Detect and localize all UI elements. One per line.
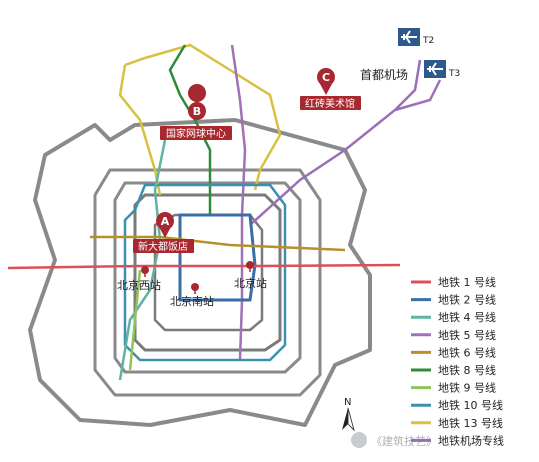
marker-c-letter: C xyxy=(322,71,330,84)
airplane-icon xyxy=(427,62,443,76)
station-beijing[interactable] xyxy=(246,261,254,272)
svg-text:国家网球中心: 国家网球中心 xyxy=(166,127,226,140)
terminal-t3-label: T3 xyxy=(448,69,460,79)
line-2 xyxy=(178,213,257,302)
fourth-ring-road xyxy=(113,181,302,374)
line-10 xyxy=(123,183,287,362)
airplane-icon xyxy=(401,30,417,44)
legend-label: 地铁机场专线 xyxy=(438,433,504,447)
airport-name-label: 首都机场 xyxy=(360,68,408,82)
outer-ring-road xyxy=(28,118,372,427)
marker-c-label: 红砖美术馆 xyxy=(300,96,361,110)
compass-north-label: N xyxy=(344,397,351,408)
compass-arrow-icon xyxy=(342,408,348,430)
airport-t3: T3 xyxy=(424,60,460,79)
station-beijing-south-label: 北京南站 xyxy=(170,294,214,308)
compass: N xyxy=(342,397,355,432)
line-1 xyxy=(7,263,401,270)
legend-label: 地铁 13 号线 xyxy=(438,416,503,430)
marker-a[interactable]: A xyxy=(156,212,174,238)
station-beijing-label: 北京站 xyxy=(234,276,267,290)
airport-t2: T2 xyxy=(398,28,434,46)
marker-b[interactable]: B xyxy=(188,84,207,120)
line-5 xyxy=(230,44,247,361)
marker-a-letter: A xyxy=(161,215,170,228)
line-4 xyxy=(118,139,167,381)
line-6 xyxy=(90,235,346,252)
svg-text:红砖美术馆: 红砖美术馆 xyxy=(305,97,355,110)
marker-b-label: 国家网球中心 xyxy=(160,126,232,140)
marker-c[interactable]: C xyxy=(317,68,335,95)
legend-label: 地铁 5 号线 xyxy=(438,328,496,342)
marker-b-letter: B xyxy=(193,105,201,118)
third-ring-road xyxy=(133,193,282,352)
legend-label: 地铁 9 号线 xyxy=(438,381,496,395)
svg-text:新大都饭店: 新大都饭店 xyxy=(138,240,188,253)
fifth-ring-road xyxy=(93,168,322,397)
terminal-t2-label: T2 xyxy=(422,36,434,46)
line-airport-express xyxy=(249,59,442,226)
line-8 xyxy=(168,44,212,215)
line-9 xyxy=(128,269,142,371)
legend-label: 地铁 4 号线 xyxy=(438,310,496,324)
station-beijing-west[interactable] xyxy=(141,266,149,277)
watermark-text: 《建筑技艺》 xyxy=(371,434,437,448)
legend-label: 地铁 10 号线 xyxy=(438,398,503,412)
legend-label: 地铁 6 号线 xyxy=(438,345,496,359)
marker-a-label: 新大都饭店 xyxy=(133,239,194,253)
second-ring-inner-road xyxy=(153,213,264,332)
station-beijing-south[interactable] xyxy=(191,283,199,294)
legend-label: 地铁 8 号线 xyxy=(438,363,496,377)
station-beijing-west-label: 北京西站 xyxy=(117,278,161,292)
watermark: 《建筑技艺》 xyxy=(351,432,437,448)
legend-label: 地铁 2 号线 xyxy=(438,293,496,307)
legend-label: 地铁 1 号线 xyxy=(438,275,496,289)
